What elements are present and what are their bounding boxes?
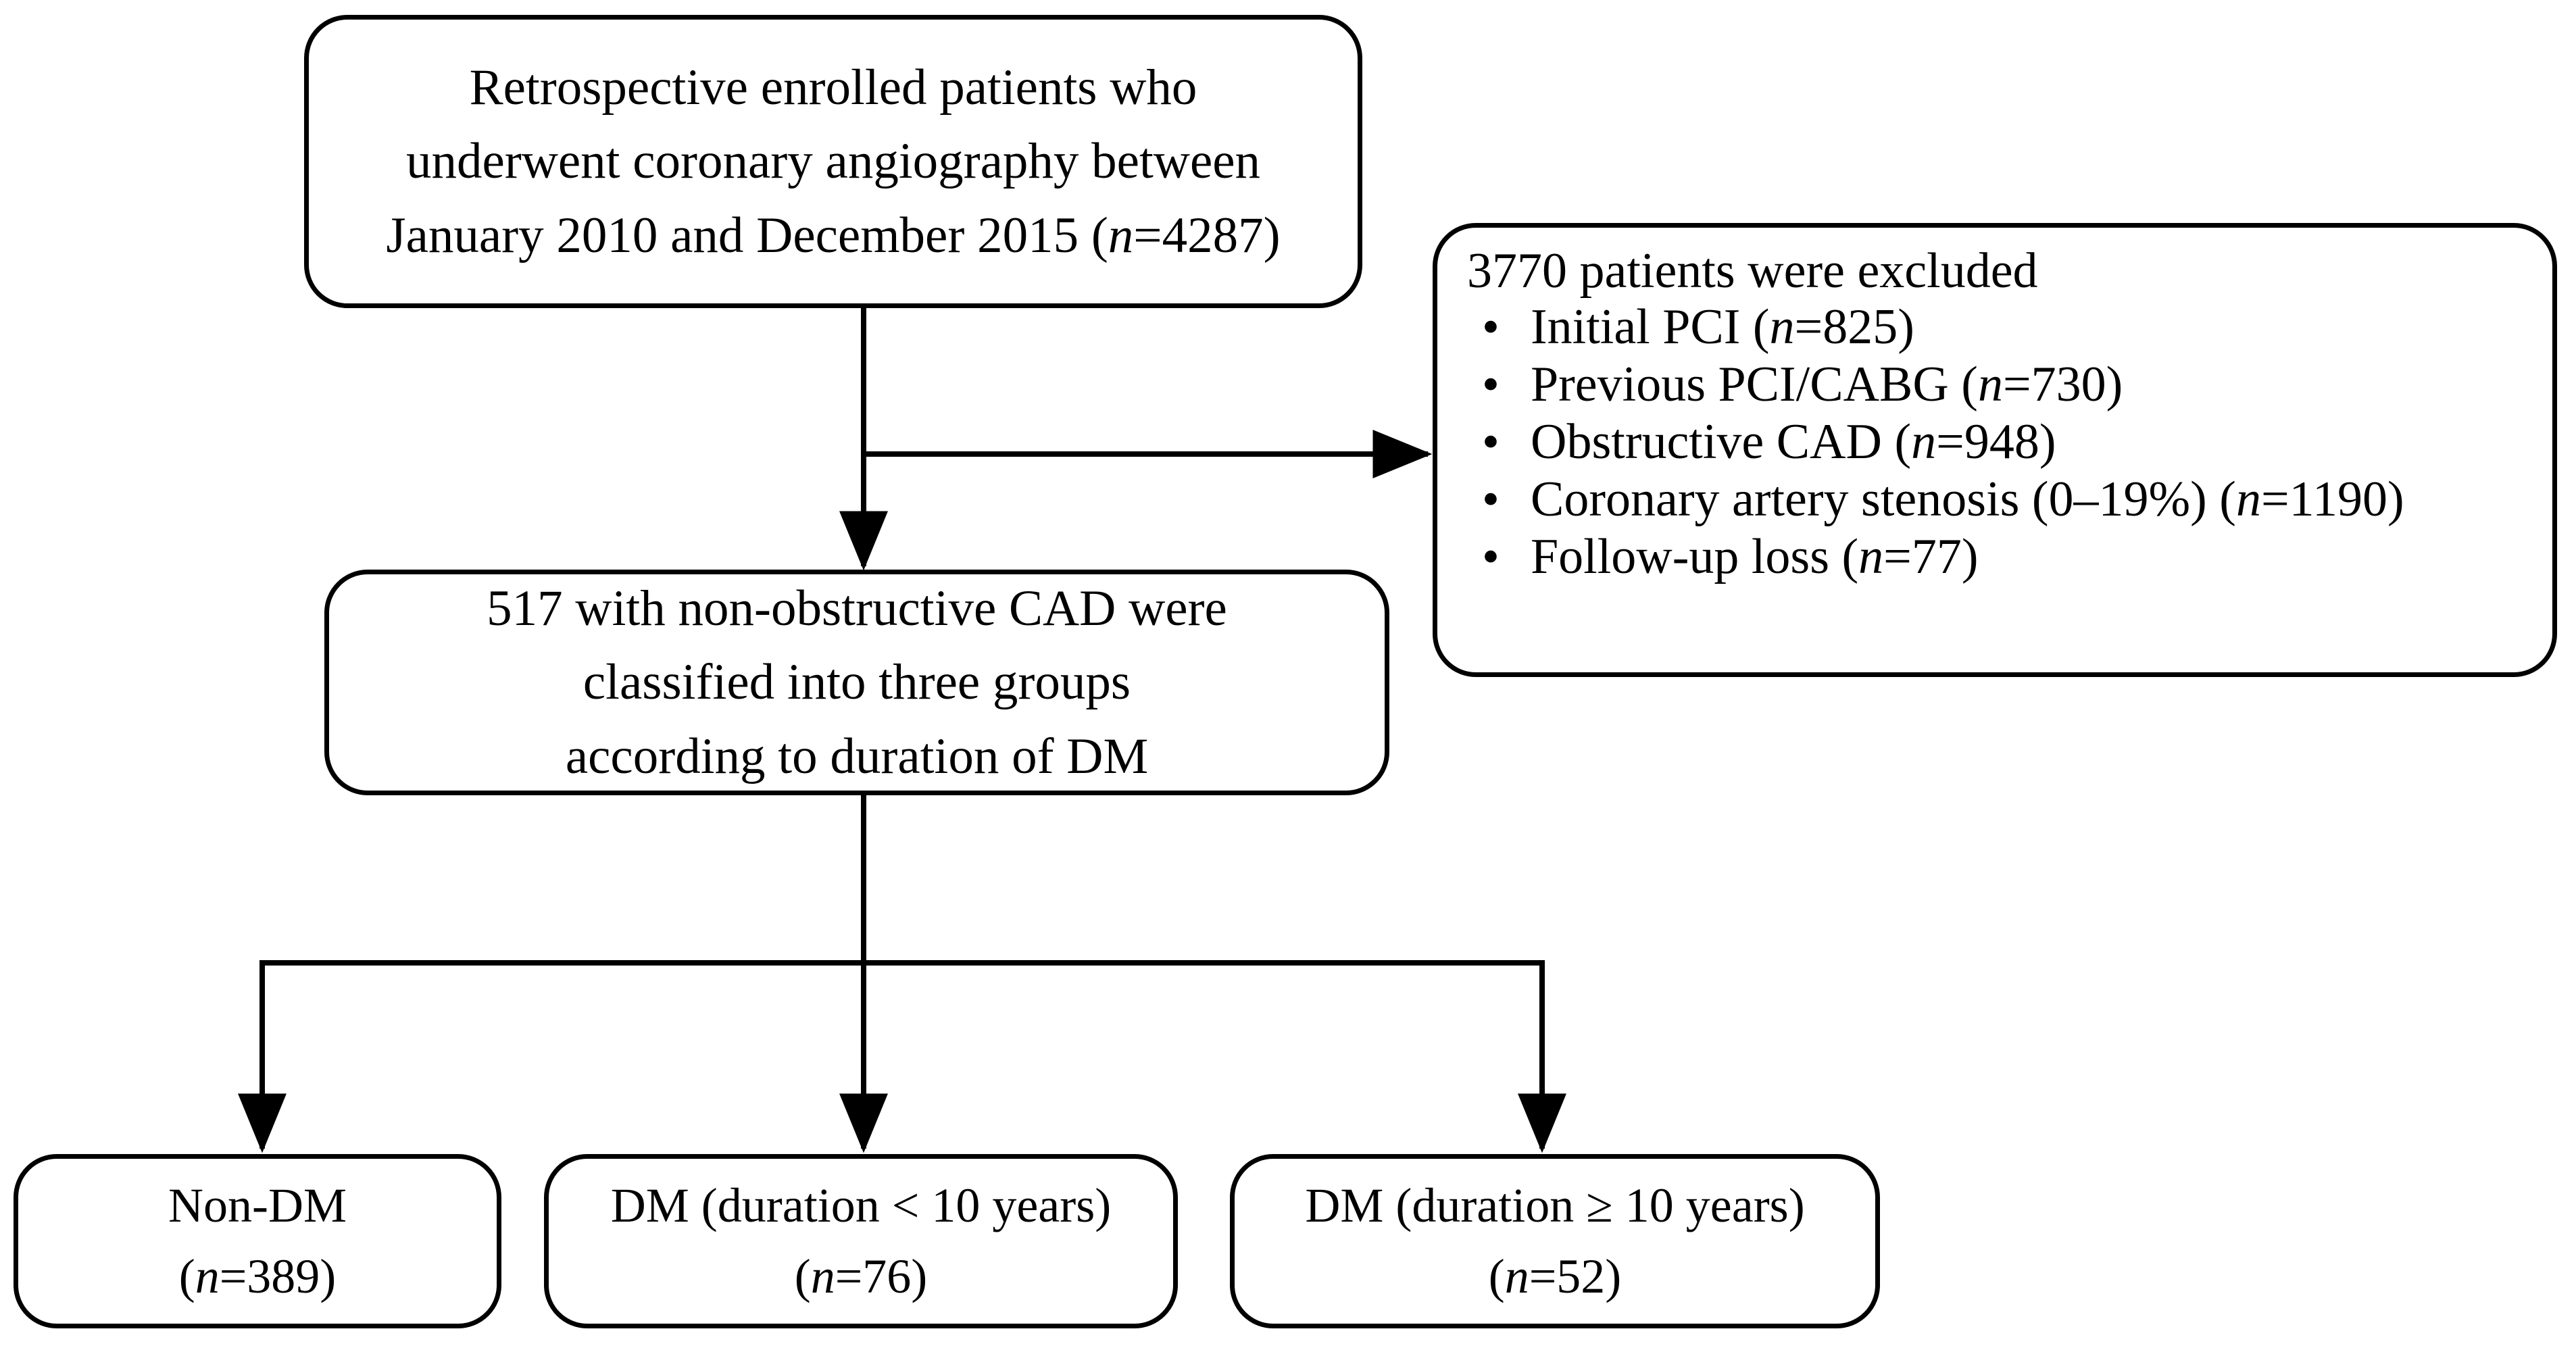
bullet-icon: • bbox=[1482, 299, 1500, 355]
node-enrolled-line-2: underwent coronary angiography between bbox=[405, 133, 1261, 190]
excluded-reason-item: • Follow-up loss (n=77) bbox=[1467, 528, 2529, 584]
node-classified-line-2: classified into three groups bbox=[583, 654, 1131, 711]
node-group-dm-over-10: DM (duration ≥ 10 years) (n=52) bbox=[1230, 1154, 1880, 1328]
group-count: (n=76) bbox=[794, 1249, 928, 1303]
excluded-reason-label: Initial PCI (n=825) bbox=[1531, 299, 1914, 355]
group-title: DM (duration ≥ 10 years) bbox=[1305, 1178, 1805, 1232]
node-classified-line-1: 517 with non-obstructive CAD were bbox=[487, 580, 1227, 636]
group-count: (n=389) bbox=[178, 1249, 337, 1303]
excluded-reason-item: • Coronary artery stenosis (0–19%) (n=11… bbox=[1467, 471, 2529, 527]
excluded-reason-list: • Initial PCI (n=825) • Previous PCI/CAB… bbox=[1467, 301, 2529, 583]
excluded-reason-label: Coronary artery stenosis (0–19%) (n=1190… bbox=[1531, 471, 2404, 527]
excluded-heading: 3770 patients were excluded bbox=[1467, 243, 2038, 299]
bullet-icon: • bbox=[1482, 414, 1500, 470]
node-group-text: DM (duration ≥ 10 years) (n=52) bbox=[1235, 1170, 1875, 1312]
node-enrolled-line-1: Retrospective enrolled patients who bbox=[469, 59, 1197, 116]
excluded-reason-label: Previous PCI/CABG (n=730) bbox=[1531, 356, 2123, 412]
node-group-dm-under-10: DM (duration < 10 years) (n=76) bbox=[544, 1154, 1178, 1328]
group-count: (n=52) bbox=[1488, 1249, 1622, 1303]
excluded-reason-item: • Obstructive CAD (n=948) bbox=[1467, 416, 2529, 468]
node-enrolled-patients: Retrospective enrolled patients who unde… bbox=[304, 15, 1362, 308]
node-group-non-dm: Non-DM (n=389) bbox=[14, 1154, 501, 1328]
node-classified-line-3: according to duration of DM bbox=[565, 728, 1149, 784]
bullet-icon: • bbox=[1482, 471, 1500, 527]
bullet-icon: • bbox=[1482, 528, 1500, 584]
excluded-reason-item: • Previous PCI/CABG (n=730) bbox=[1467, 356, 2529, 412]
node-classified-text: 517 with non-obstructive CAD were classi… bbox=[329, 572, 1385, 794]
node-enrolled-text: Retrospective enrolled patients who unde… bbox=[309, 51, 1358, 273]
node-group-text: Non-DM (n=389) bbox=[18, 1170, 497, 1312]
connector-classified-to-groups bbox=[238, 795, 1566, 1153]
excluded-reason-label: Follow-up loss (n=77) bbox=[1531, 528, 1979, 584]
group-title: DM (duration < 10 years) bbox=[610, 1178, 1112, 1232]
group-title: Non-DM bbox=[168, 1178, 347, 1232]
node-excluded-patients: 3770 patients were excluded • Initial PC… bbox=[1433, 223, 2557, 677]
excluded-reason-label: Obstructive CAD (n=948) bbox=[1531, 414, 2056, 470]
bullet-icon: • bbox=[1482, 356, 1500, 412]
node-enrolled-line-3: January 2010 and December 2015 (n=4287) bbox=[386, 207, 1281, 264]
node-group-text: DM (duration < 10 years) (n=76) bbox=[549, 1170, 1173, 1312]
node-classified-groups: 517 with non-obstructive CAD were classi… bbox=[324, 570, 1389, 795]
node-excluded-text: 3770 patients were excluded • Initial PC… bbox=[1467, 245, 2529, 589]
excluded-reason-item: • Initial PCI (n=825) bbox=[1467, 301, 2529, 353]
